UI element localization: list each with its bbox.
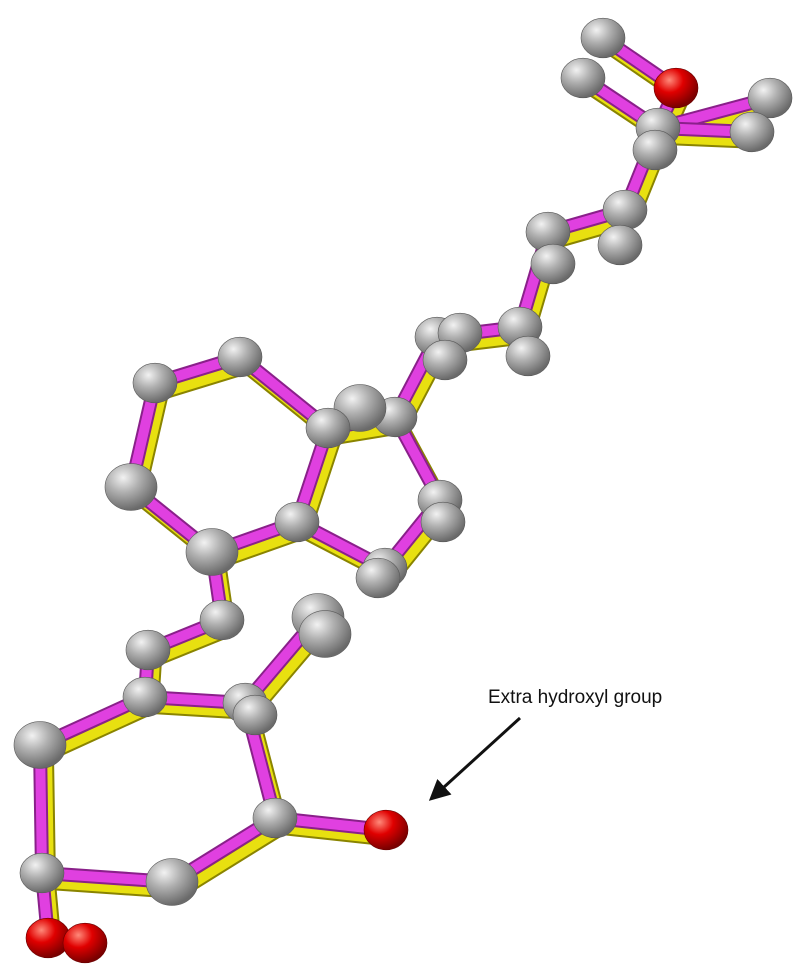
carbon-atom xyxy=(199,599,245,641)
carbon-atom xyxy=(217,336,263,378)
oxygen-atom xyxy=(653,67,699,109)
carbon-atom xyxy=(632,129,678,171)
carbon-atom xyxy=(125,629,171,671)
carbon-atom xyxy=(597,224,643,266)
structure-b-bonds xyxy=(40,41,784,955)
carbon-atom xyxy=(122,676,168,718)
carbon-atom xyxy=(602,189,648,231)
carbon-atom xyxy=(305,407,351,449)
carbon-atom xyxy=(185,528,239,576)
oxygen-atom xyxy=(62,922,108,964)
carbon-atom xyxy=(420,501,466,543)
carbon-atom xyxy=(505,335,551,377)
carbon-atom xyxy=(580,17,626,59)
carbon-atom xyxy=(232,694,278,736)
annotation: Extra hydroxyl group xyxy=(428,687,662,801)
carbon-atom xyxy=(747,77,793,119)
carbon-atom xyxy=(252,797,298,839)
annotation-label: Extra hydroxyl group xyxy=(488,687,662,708)
carbon-atom xyxy=(104,463,158,511)
annotation-arrow xyxy=(428,716,522,801)
carbon-atom xyxy=(530,243,576,285)
carbon-atom xyxy=(274,501,320,543)
carbon-atom xyxy=(422,339,468,381)
atoms xyxy=(13,17,793,964)
oxygen-atom xyxy=(363,809,409,851)
carbon-atom xyxy=(729,111,775,153)
carbon-atom xyxy=(13,721,67,769)
carbon-atom xyxy=(560,57,606,99)
carbon-atom xyxy=(132,362,178,404)
carbon-atom xyxy=(298,610,352,658)
carbon-atom xyxy=(355,557,401,599)
carbon-atom xyxy=(145,858,199,906)
carbon-atom xyxy=(19,852,65,894)
